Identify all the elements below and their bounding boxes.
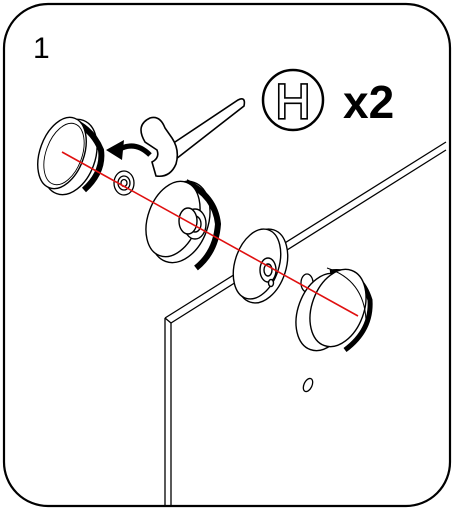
part-letter: H [276, 76, 311, 129]
step-number: 1 [33, 32, 50, 65]
part-quantity: x2 [343, 76, 394, 128]
